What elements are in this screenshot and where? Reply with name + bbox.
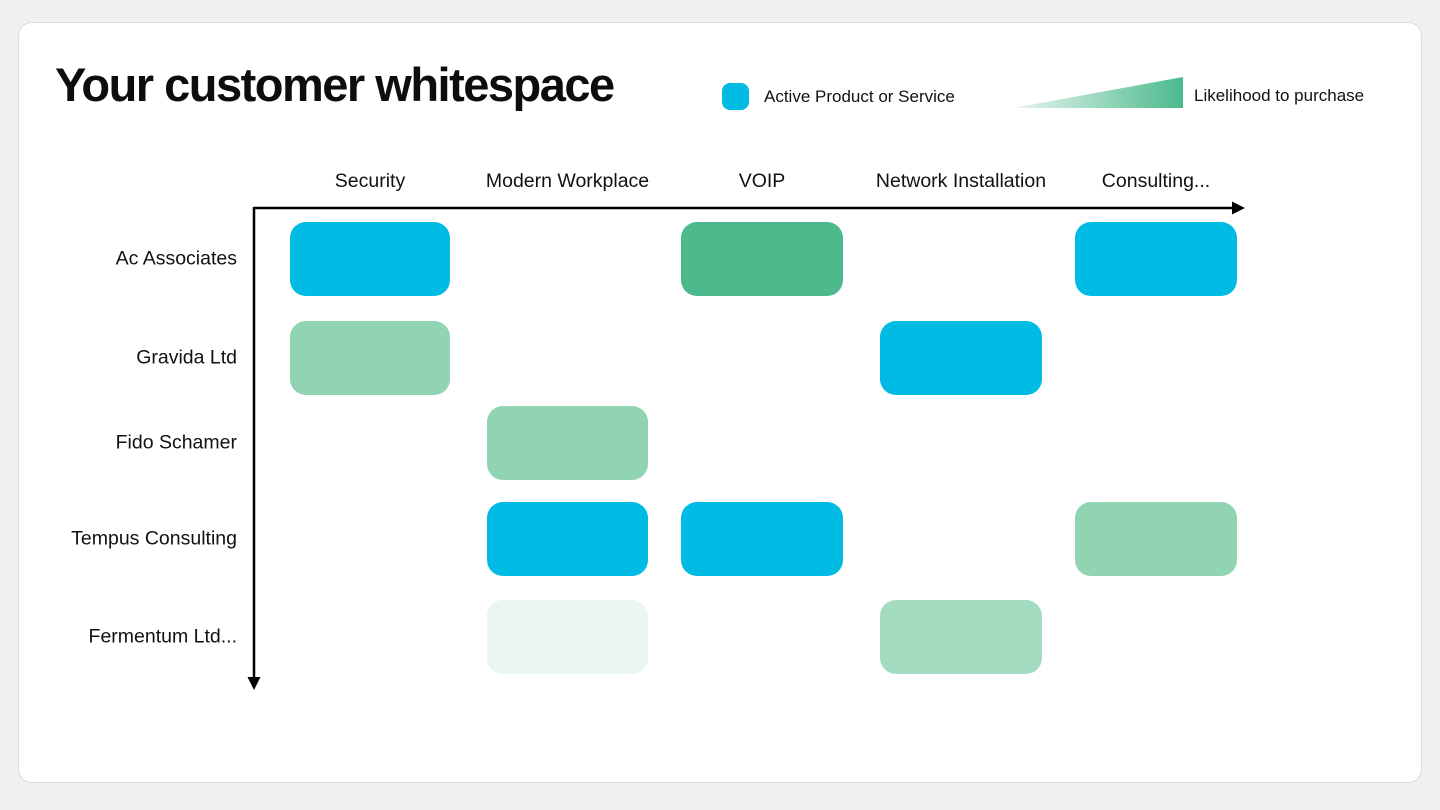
matrix-cell[interactable] bbox=[487, 502, 648, 576]
matrix-cell[interactable] bbox=[1075, 222, 1237, 296]
matrix-cell[interactable] bbox=[880, 321, 1042, 395]
row-label: Fermentum Ltd... bbox=[88, 625, 237, 648]
active-product-swatch bbox=[722, 83, 749, 110]
row-label: Fido Schamer bbox=[115, 431, 237, 454]
likelihood-gradient-icon bbox=[1013, 77, 1183, 108]
matrix-cell[interactable] bbox=[290, 321, 450, 395]
column-header: VOIP bbox=[738, 170, 786, 192]
whitespace-card bbox=[18, 22, 1422, 783]
row-label: Ac Associates bbox=[115, 247, 237, 270]
page-title: Your customer whitespace bbox=[55, 58, 615, 111]
row-label: Tempus Consulting bbox=[71, 527, 237, 550]
matrix-cell[interactable] bbox=[681, 502, 843, 576]
column-header: Security bbox=[334, 170, 406, 192]
column-header: Modern Workplace bbox=[485, 170, 650, 192]
legend-active-label: Active Product or Service bbox=[764, 87, 955, 106]
matrix-cell[interactable] bbox=[290, 222, 450, 296]
matrix-cell[interactable] bbox=[681, 222, 843, 296]
matrix-cell[interactable] bbox=[487, 600, 648, 674]
matrix-cell[interactable] bbox=[880, 600, 1042, 674]
matrix-cell[interactable] bbox=[1075, 502, 1237, 576]
row-label: Gravida Ltd bbox=[136, 346, 237, 369]
column-header: Consulting... bbox=[1101, 170, 1211, 192]
matrix-cell[interactable] bbox=[487, 406, 648, 480]
column-header: Network Installation bbox=[875, 170, 1047, 192]
legend-likelihood-label: Likelihood to purchase bbox=[1194, 86, 1365, 105]
